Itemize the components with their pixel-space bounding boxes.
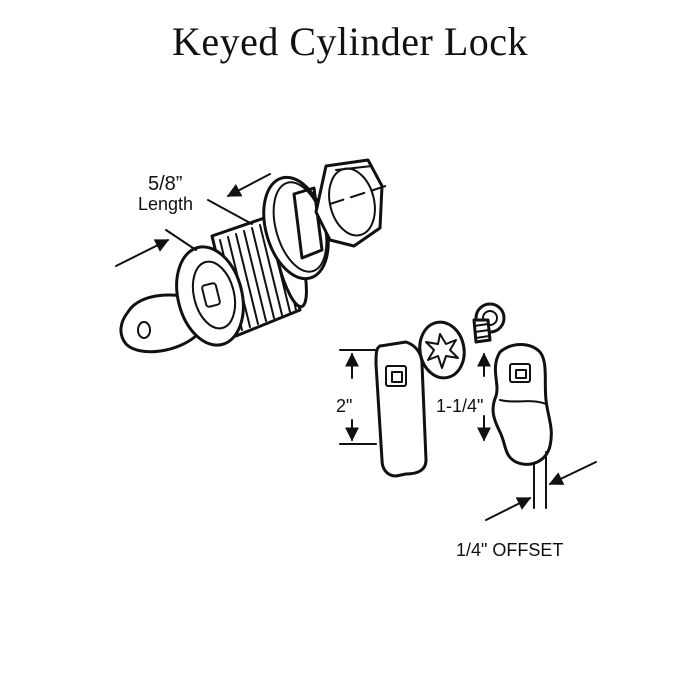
length-text-label: Length [138, 194, 193, 214]
straight-cam [374, 340, 428, 478]
offset-cam [491, 343, 553, 466]
length-dimension: 5/8” Length [115, 173, 271, 267]
cam-length-label: 2" [336, 396, 352, 416]
diagram-title: Keyed Cylinder Lock [171, 19, 529, 64]
cylinder-flange [175, 245, 245, 347]
length-value-label: 5/8” [148, 173, 182, 195]
offset-label: 1/4" OFFSET [456, 540, 563, 560]
hole-spacing-dimension: 1-1/4" [436, 352, 491, 442]
screw [472, 302, 506, 344]
hex-nut [314, 158, 384, 248]
cam-length-dimension: 2" [336, 349, 377, 445]
center-axis-line [329, 183, 393, 205]
washer [262, 175, 330, 281]
star-washer [418, 320, 466, 380]
offset-dimension: 1/4" OFFSET [456, 451, 597, 560]
hole-spacing-label: 1-1/4" [436, 396, 483, 416]
